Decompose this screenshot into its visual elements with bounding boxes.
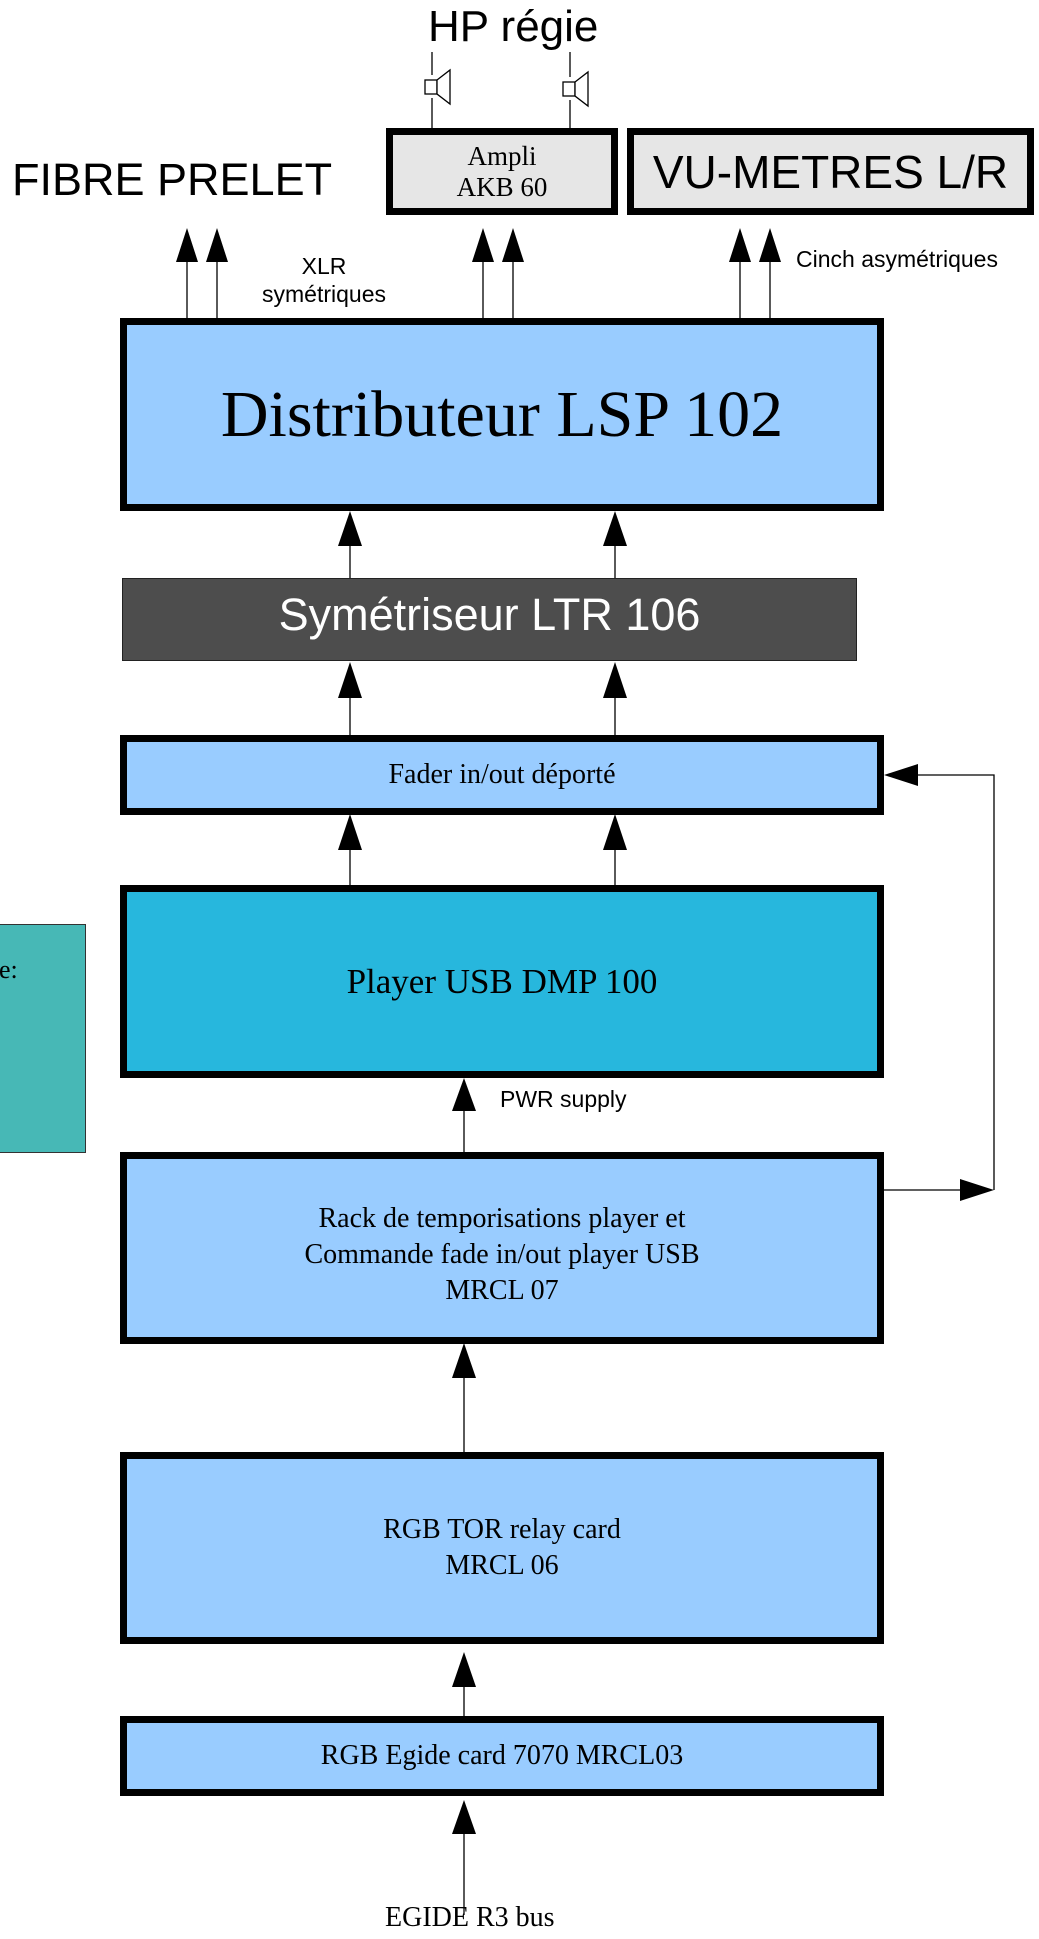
rgb-egide-label: RGB Egide card 7070 MRCL03 bbox=[320, 1740, 684, 1771]
rgb-egide-box: RGB Egide card 7070 MRCL03 bbox=[120, 1716, 884, 1796]
side-note-text: e: bbox=[0, 955, 18, 984]
fader-label: Fader in/out déporté bbox=[388, 759, 616, 790]
xlr-label-line1: XLR bbox=[301, 253, 347, 279]
side-note-box: e: bbox=[0, 924, 86, 1153]
rack-label-line1: Rack de temporisations player et bbox=[318, 1203, 686, 1234]
vu-metres-box: VU-METRES L/R bbox=[627, 128, 1034, 215]
vu-metres-label: VU-METRES L/R bbox=[652, 145, 1009, 198]
symetriseur-label: Symétriseur LTR 106 bbox=[278, 588, 701, 640]
player-label: Player USB DMP 100 bbox=[346, 961, 658, 1001]
rgb-tor-label-line1: RGB TOR relay card bbox=[383, 1514, 621, 1545]
rack-label-line2: Commande fade in/out player USB bbox=[304, 1239, 700, 1270]
hp-regie-label: HP régie bbox=[428, 2, 599, 51]
ampli-label-line1: Ampli bbox=[467, 140, 537, 171]
player-box: Player USB DMP 100 bbox=[120, 885, 884, 1078]
fibre-prelet-label: FIBRE PRELET bbox=[12, 154, 333, 205]
distributeur-label: Distributeur LSP 102 bbox=[220, 377, 784, 451]
xlr-label: XLR symétriques bbox=[250, 252, 398, 308]
ampli-box: Ampli AKB 60 bbox=[386, 128, 618, 215]
xlr-label-line2: symétriques bbox=[262, 281, 386, 307]
rgb-tor-label-line2: MRCL 06 bbox=[445, 1550, 559, 1581]
pwr-supply-label: PWR supply bbox=[500, 1086, 627, 1112]
rgb-tor-box: RGB TOR relay card MRCL 06 bbox=[120, 1452, 884, 1644]
ampli-label-line2: AKB 60 bbox=[456, 171, 548, 202]
rack-box: Rack de temporisations player et Command… bbox=[120, 1152, 884, 1344]
fader-box: Fader in/out déporté bbox=[120, 735, 884, 815]
rack-label-line3: MRCL 07 bbox=[445, 1275, 559, 1306]
distributeur-box: Distributeur LSP 102 bbox=[120, 318, 884, 511]
egide-bus-label: EGIDE R3 bus bbox=[385, 1902, 555, 1933]
cinch-label: Cinch asymétriques bbox=[796, 246, 998, 272]
symetriseur-box: Symétriseur LTR 106 bbox=[122, 578, 857, 661]
